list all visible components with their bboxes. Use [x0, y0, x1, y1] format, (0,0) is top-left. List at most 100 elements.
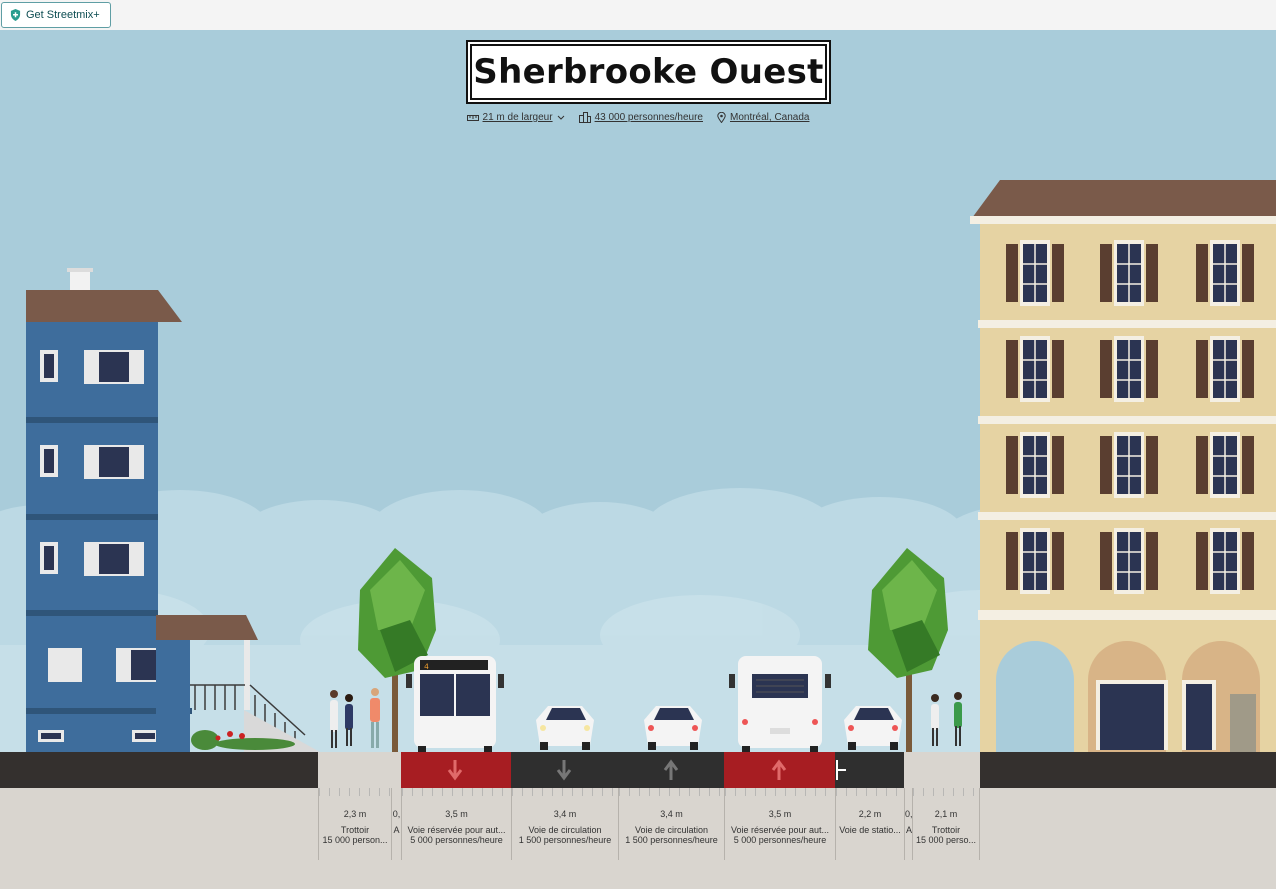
building-window-part [1242, 340, 1254, 398]
window-muntins [1213, 532, 1237, 590]
building-window-part [1100, 244, 1112, 302]
building-window-part [1196, 244, 1208, 302]
building-window-part [1146, 340, 1158, 398]
segment-width: 0, [905, 809, 912, 819]
window-muntins [1117, 532, 1141, 590]
segment-width: 0, [392, 809, 401, 819]
building-window-part [1100, 340, 1112, 398]
shield-icon [10, 9, 21, 21]
building-window-part [1006, 436, 1018, 494]
window-muntins [1213, 436, 1237, 494]
get-streetmix-plus-label: Get Streetmix+ [26, 9, 100, 21]
segment-width: 3,5 m [768, 809, 792, 819]
street-location[interactable]: Montréal, Canada [717, 112, 810, 123]
pedestrians-left [330, 688, 380, 748]
buildings-icon [578, 112, 591, 123]
segment-name: Voie de circulation [528, 825, 602, 835]
segment-capacity: 5 000 personnes/heure [733, 835, 827, 845]
right-tree [868, 548, 948, 752]
segment-capacity: 5 000 personnes/heure [410, 835, 503, 845]
building-window-part [1196, 436, 1208, 494]
segment-drive-lane-left[interactable]: 3,4 m Voie de circulation 1 500 personne… [511, 788, 618, 860]
building-window-part [1196, 340, 1208, 398]
segment-name: Voie de statio... [839, 825, 901, 835]
lane-strip [318, 752, 980, 788]
bus-northbound [729, 656, 831, 752]
left-building [26, 268, 320, 752]
building-window-part [1006, 244, 1018, 302]
building-window-part [1006, 532, 1018, 590]
segment-small-left[interactable]: 0, A [391, 788, 401, 860]
right-building [970, 180, 1276, 752]
building-window-part [1052, 532, 1064, 590]
window-muntins [1117, 244, 1141, 302]
segment-drive-lane-right[interactable]: 3,4 m Voie de circulation 1 500 personne… [618, 788, 724, 860]
car-parked [844, 706, 902, 750]
segment-name: Voie de circulation [634, 825, 709, 835]
window-muntins [1117, 436, 1141, 494]
segment-capacity: 1 500 personnes/heure [625, 835, 718, 845]
street-width-selector[interactable]: 21 m de largeur [466, 112, 565, 123]
sidewalk-left-surface[interactable] [318, 752, 401, 788]
arrow-up-icon [771, 759, 787, 780]
street-location-label: Montréal, Canada [729, 112, 810, 123]
building-window-part [1196, 532, 1208, 590]
segment-width: 3,4 m [553, 809, 577, 819]
building-window-part [1100, 532, 1112, 590]
arrow-up-icon [663, 759, 679, 780]
scene-illustration: 4 [0, 180, 1276, 752]
window-muntins [1023, 532, 1047, 590]
arrow-down-icon [556, 760, 572, 781]
building-window-part [1052, 244, 1064, 302]
window-muntins [1117, 340, 1141, 398]
parking-lane-surface[interactable] [835, 752, 904, 788]
svg-text:4: 4 [424, 663, 429, 672]
segment-capacity: 1 500 personnes/heure [518, 835, 612, 845]
segment-name: Trottoir [340, 825, 370, 835]
parking-marking [836, 760, 846, 780]
street-name: Sherbrooke Ouest [473, 52, 824, 92]
ruler-icon [466, 114, 479, 121]
segment-small-right[interactable]: 0, A [904, 788, 912, 860]
pedestrians-right [931, 692, 962, 746]
segment-name: Voie réservée pour aut... [730, 825, 830, 835]
segment-capacity: 15 000 perso... [915, 835, 977, 845]
segment-bus-lane-right[interactable]: 3,5 m Voie réservée pour aut... 5 000 pe… [724, 788, 835, 860]
street-capacity-label: 43 000 personnes/heure [594, 112, 703, 123]
segment-width: 2,3 m [343, 809, 367, 819]
building-window-part [1146, 436, 1158, 494]
street-scene: 4 [0, 30, 1276, 752]
get-streetmix-plus-button[interactable]: Get Streetmix+ [1, 2, 111, 28]
building-window-part [1242, 244, 1254, 302]
building-window-part [1052, 340, 1064, 398]
segment-sidewalk-right[interactable]: 2,1 m Trottoir 15 000 perso... [912, 788, 980, 860]
window-muntins [1023, 340, 1047, 398]
building-window-part [1242, 436, 1254, 494]
building-window-part [1006, 340, 1018, 398]
car-southbound [536, 706, 594, 750]
segment-parking-lane[interactable]: 2,2 m Voie de statio... [835, 788, 904, 860]
segment-width: 2,1 m [934, 809, 958, 819]
segment-labels: 2,3 m Trottoir 15 000 person... 0, A 3,5… [0, 788, 1276, 889]
street-meta: 21 m de largeur 43 000 personnes/heure M… [0, 112, 1276, 123]
building-window-part [1052, 436, 1064, 494]
window-muntins [1213, 340, 1237, 398]
window-muntins [1023, 436, 1047, 494]
segment-bus-lane-left[interactable]: 3,5 m Voie réservée pour aut... 5 000 pe… [401, 788, 511, 860]
building-window-part [1242, 532, 1254, 590]
segment-capacity: 15 000 person... [322, 835, 388, 845]
segment-name: Trottoir [931, 825, 961, 835]
street-capacity[interactable]: 43 000 personnes/heure [578, 112, 703, 123]
segment-name: Voie réservée pour aut... [407, 825, 506, 835]
bus-southbound: 4 [406, 656, 504, 752]
segment-width: 3,4 m [660, 809, 683, 819]
building-window-part [1100, 436, 1112, 494]
location-pin-icon [717, 112, 726, 123]
top-bar: Get Streetmix+ [0, 0, 1276, 30]
building-window-part [1146, 244, 1158, 302]
segment-sidewalk-left[interactable]: 2,3 m Trottoir 15 000 person... [318, 788, 391, 860]
segment-name: A [906, 825, 912, 835]
chevron-down-icon [557, 115, 564, 120]
street-name-sign[interactable]: Sherbrooke Ouest [466, 40, 831, 104]
sidewalk-right-surface[interactable] [904, 752, 980, 788]
